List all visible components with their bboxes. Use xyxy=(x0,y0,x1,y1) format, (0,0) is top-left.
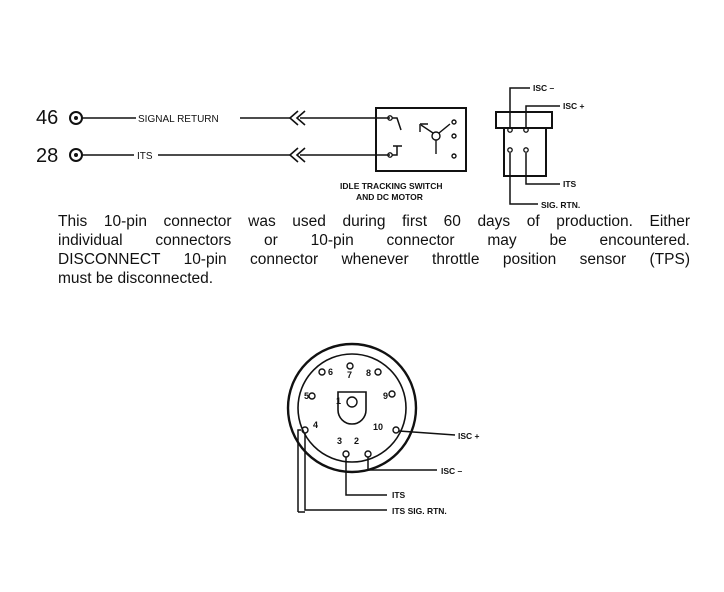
pin-label-8: 8 xyxy=(366,368,371,378)
pin-label-7: 7 xyxy=(347,370,352,380)
individual-connector xyxy=(495,111,553,177)
isc-plus-pin-label: ISC + xyxy=(458,431,480,441)
its-connector-label: ITS xyxy=(563,179,577,189)
isc-minus-label: ISC – xyxy=(533,83,555,93)
signal-return-label: SIGNAL RETURN xyxy=(138,114,219,125)
ten-pin-connector-inner xyxy=(297,353,407,463)
caption-line-3: DISCONNECT 10-pin connector whenever thr… xyxy=(58,251,690,268)
connector-key xyxy=(337,391,367,425)
pin-5 xyxy=(308,392,316,400)
switch-symbol xyxy=(392,117,402,156)
pin-3 xyxy=(342,450,350,458)
pin-label-1: 1 xyxy=(336,396,341,406)
ten-pin-connector-outer xyxy=(286,342,418,474)
its-sig-rtn-pin-label: ITS SIG. RTN. xyxy=(392,506,447,516)
pin-label-2: 2 xyxy=(354,436,359,446)
caption-paragraph: This 10-pin connector was used during fi… xyxy=(58,212,690,288)
pin-2 xyxy=(364,450,372,458)
caption-line-4: must be disconnected. xyxy=(58,270,214,287)
its-pin-label: ITS xyxy=(392,490,406,500)
pin-7 xyxy=(346,362,354,370)
pin-28-number: 28 xyxy=(36,145,58,167)
pin-label-9: 9 xyxy=(383,391,388,401)
component-name-line2: AND DC MOTOR xyxy=(356,192,423,202)
pin-8 xyxy=(374,368,382,376)
pin-label-5: 5 xyxy=(304,391,309,401)
pin-label-10: 10 xyxy=(373,422,383,432)
caption-line-2: individual connectors or 10-pin connecto… xyxy=(58,232,690,249)
pin-10 xyxy=(392,426,400,434)
dc-motor-symbol xyxy=(419,119,457,159)
pin-label-4: 4 xyxy=(313,420,318,430)
pin-6 xyxy=(318,368,326,376)
signal-return-connector-chevron xyxy=(288,110,306,126)
component-name-line1: IDLE TRACKING SWITCH xyxy=(340,181,442,191)
sig-rtn-label: SIG. RTN. xyxy=(541,200,580,210)
pin-9 xyxy=(388,390,396,398)
pin-label-3: 3 xyxy=(337,436,342,446)
isc-minus-pin-label: ISC – xyxy=(441,466,463,476)
caption-line-1: This 10-pin connector was used during fi… xyxy=(58,213,690,230)
pin-label-6: 6 xyxy=(328,367,333,377)
pin-46-number: 46 xyxy=(36,107,58,129)
its-connector-chevron xyxy=(288,147,306,163)
idle-tracking-switch-box xyxy=(375,107,467,172)
isc-plus-label: ISC + xyxy=(563,101,585,111)
its-label: ITS xyxy=(137,151,153,162)
